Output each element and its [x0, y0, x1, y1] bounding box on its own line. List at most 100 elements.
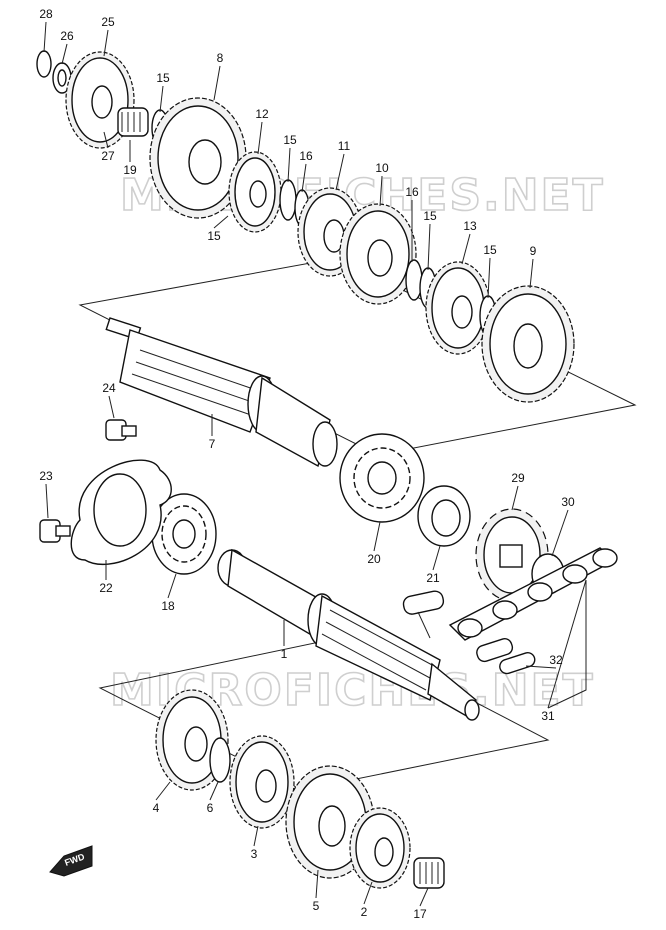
callout-13: 13 [463, 219, 477, 233]
callout-15d: 15 [423, 209, 437, 223]
washer-15-second [279, 179, 297, 221]
leader-line-13 [461, 233, 471, 265]
leader-line-27 [103, 131, 109, 149]
leader-line-31 [547, 579, 587, 709]
driveshaft-assembly-outline [98, 635, 550, 791]
gear-10 [339, 203, 417, 305]
callout-1: 1 [281, 647, 288, 661]
fwd-arrow-icon: FWD [49, 845, 93, 877]
callout-18: 18 [161, 599, 175, 613]
callout-15c: 15 [207, 229, 221, 243]
leader-line-4 [155, 781, 171, 801]
driveshaft-1 [217, 548, 480, 721]
callout-11: 11 [338, 139, 351, 153]
bearing-17 [413, 857, 445, 889]
screw-23 [39, 519, 71, 543]
leader-line-16 [301, 163, 307, 193]
callout-26: 26 [60, 29, 74, 43]
gear-25 [65, 51, 135, 149]
leader-line-15 [159, 85, 164, 113]
callout-9: 9 [530, 244, 537, 258]
callout-24: 24 [102, 381, 116, 395]
gear-8 [149, 97, 247, 219]
leader-line-20 [373, 521, 381, 552]
callout-8: 8 [217, 51, 224, 65]
callout-5: 5 [313, 899, 320, 913]
callout-2: 2 [361, 905, 368, 919]
leader-line-18 [167, 573, 177, 599]
callout-25: 25 [101, 15, 115, 29]
callout-16b: 16 [405, 185, 419, 199]
callout-27: 27 [101, 149, 115, 163]
leader-line-26 [61, 43, 68, 65]
leader-line-21 [432, 545, 441, 571]
callout-23: 23 [39, 469, 53, 483]
bearing-20 [339, 433, 425, 523]
callout-32: 32 [549, 653, 563, 667]
gear-13 [425, 261, 491, 355]
leader-line-5 [315, 869, 319, 899]
callout-30: 30 [561, 495, 575, 509]
circlip-16-second [405, 259, 423, 301]
oil-seal-21 [417, 485, 471, 547]
bearing-18 [151, 493, 217, 575]
leader-line-15b [287, 147, 291, 183]
callout-7: 7 [209, 437, 216, 451]
callout-4: 4 [153, 801, 160, 815]
callout-19: 19 [123, 163, 137, 177]
leader-line-6 [209, 781, 219, 801]
countershaft-7 [105, 317, 338, 468]
callout-29: 29 [511, 471, 525, 485]
callout-21: 21 [426, 571, 440, 585]
gear-2 [349, 807, 411, 889]
leader-line-10 [379, 175, 383, 207]
bearing-19 [117, 107, 149, 137]
gear-12 [228, 151, 282, 233]
leader-line-11 [335, 153, 345, 191]
callout-15b: 15 [283, 133, 297, 147]
callout-16: 16 [299, 149, 313, 163]
master-link-pin [402, 590, 445, 639]
callout-15e: 15 [483, 243, 497, 257]
leader-line-9 [529, 258, 534, 289]
callout-20: 20 [367, 552, 381, 566]
screw-24 [105, 419, 137, 441]
leader-bracket-31 [547, 580, 587, 709]
callout-15: 15 [156, 71, 170, 85]
circlip-6 [209, 737, 231, 783]
leader-line-24 [108, 395, 115, 419]
callout-3: 3 [251, 847, 258, 861]
leader-line-30 [551, 509, 569, 557]
leader-line-3 [253, 825, 259, 847]
circlip-28 [36, 50, 52, 78]
callout-17: 17 [413, 907, 427, 921]
leader-line-32 [525, 665, 557, 669]
callout-31: 31 [541, 709, 555, 723]
callout-10: 10 [375, 161, 389, 175]
callout-22: 22 [99, 581, 113, 595]
master-link-plate [476, 637, 514, 663]
leader-line-8 [213, 65, 221, 101]
leader-line-15e [487, 257, 491, 299]
callout-leaders [43, 21, 587, 907]
callout-6: 6 [207, 801, 214, 815]
gear-9 [481, 285, 575, 403]
leader-line-12 [257, 121, 263, 155]
leader-line-17 [419, 887, 429, 907]
gear-3 [229, 735, 295, 829]
drive-chain-31 [448, 547, 618, 641]
leader-line-28 [43, 21, 47, 53]
leader-line-23 [45, 483, 49, 519]
retainer-plate-22 [70, 459, 172, 565]
leader-line-25 [103, 29, 109, 57]
clip-32 [499, 651, 536, 675]
callout-28: 28 [39, 7, 53, 21]
callout-12: 12 [255, 107, 269, 121]
leader-line-29 [511, 485, 519, 511]
leader-line-15c [213, 215, 229, 229]
leader-line-2 [363, 881, 373, 905]
leader-line-15d [427, 223, 431, 271]
